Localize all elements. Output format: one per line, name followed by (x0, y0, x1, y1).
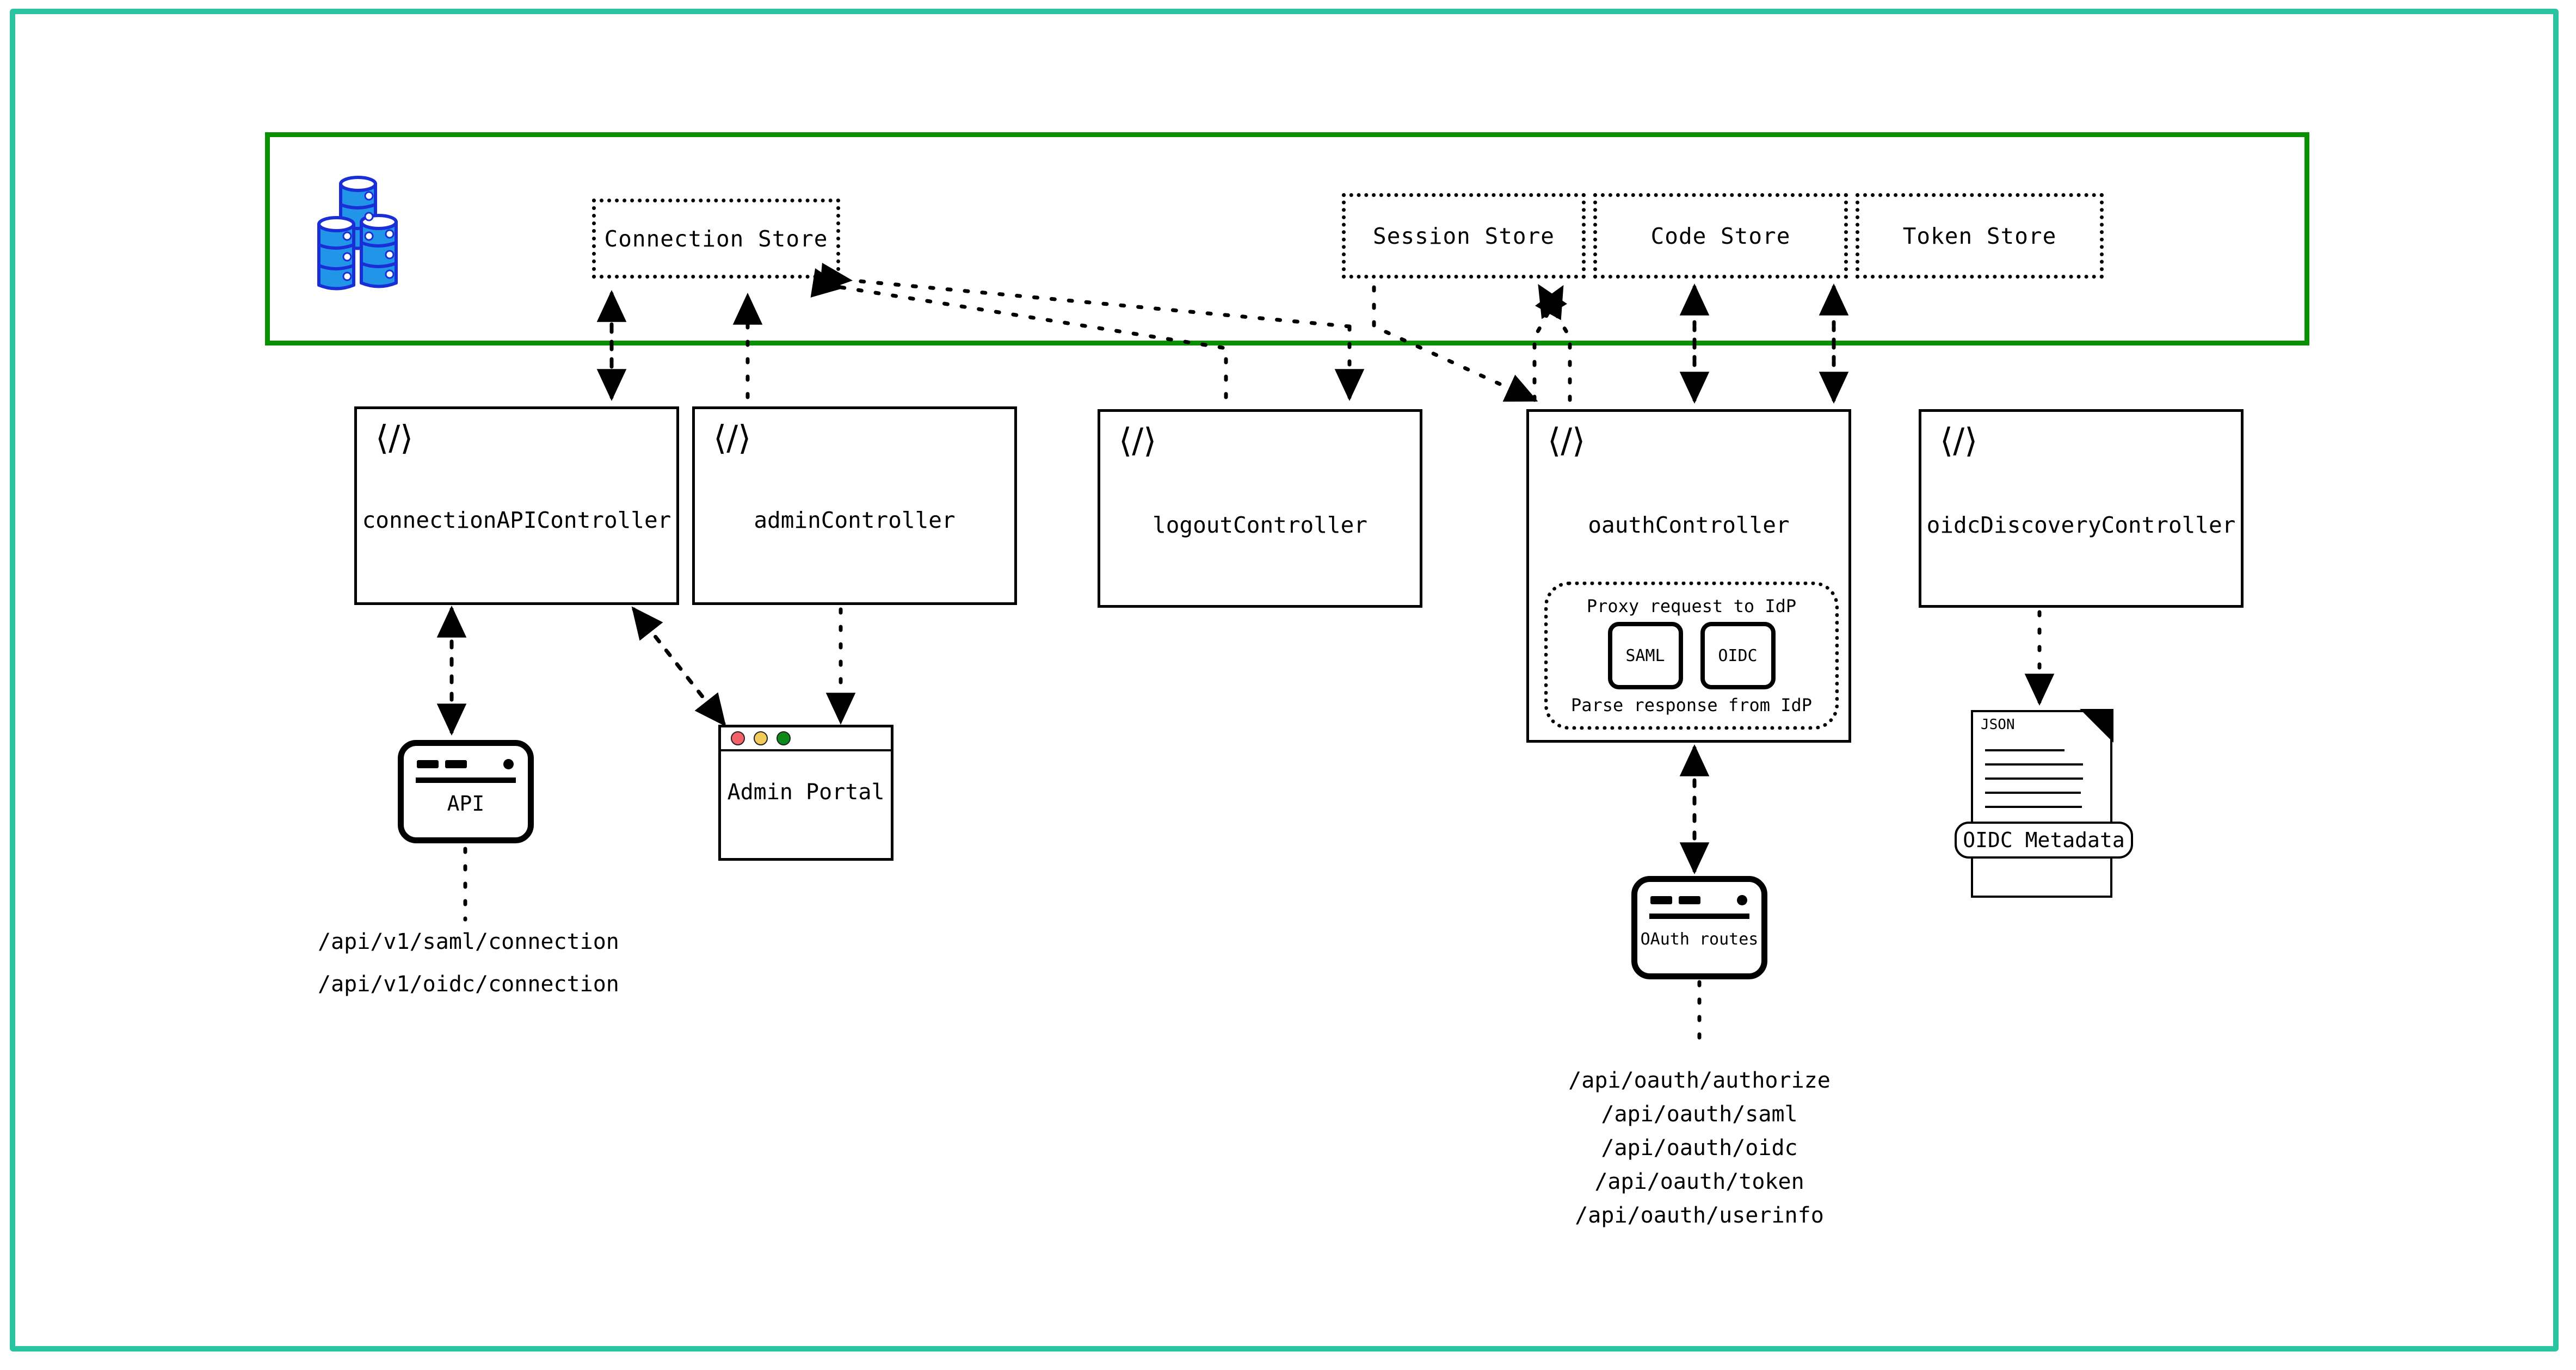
controller-card-oauth-controller[interactable]: ⟨/⟩ oauthController Proxy request to IdP… (1526, 409, 1851, 743)
store-label: Token Store (1902, 223, 2057, 249)
endpoint-item: /api/oauth/token (1594, 1169, 1804, 1194)
endpoint-item: /api/oauth/oidc (1601, 1136, 1798, 1161)
maximize-dot-icon[interactable] (777, 731, 791, 745)
oidc-metadata-document-icon[interactable]: JSON (1971, 709, 2113, 898)
oidc-metadata-label-pill: OIDC Metadata (1955, 822, 2133, 859)
doc-line (1985, 749, 2065, 751)
endpoint-item: /api/v1/saml/connection (318, 929, 619, 954)
endpoint-item: /api/v1/oidc/connection (318, 972, 619, 997)
controller-card-connection-api-controller[interactable]: ⟨/⟩ connectionAPIController (354, 406, 679, 605)
controller-label: adminController (754, 507, 956, 533)
json-file-type-label: JSON (1981, 717, 2015, 733)
oauth-routes-label: OAuth routes (1640, 930, 1759, 949)
window-dot-icon (1737, 895, 1747, 905)
window-bar-right (1679, 896, 1700, 904)
endpoint-item: /api/oauth/authorize (1568, 1068, 1831, 1093)
window-rule (416, 777, 516, 783)
endpoint-item: /api/oauth/userinfo (1575, 1203, 1824, 1228)
doc-line (1985, 792, 2081, 794)
store-label: Connection Store (604, 225, 828, 252)
controller-card-logout-controller[interactable]: ⟨/⟩ logoutController (1098, 409, 1422, 608)
controller-card-admin-controller[interactable]: ⟨/⟩ adminController (692, 406, 1017, 605)
idp-caption-top: Proxy request to IdP (1586, 596, 1797, 616)
controller-card-oidc-discovery-controller[interactable]: ⟨/⟩ oidcDiscoveryController (1919, 409, 2244, 608)
connection-api-endpoint-list: /api/v1/saml/connection /api/v1/oidc/con… (318, 925, 699, 1001)
protocol-box-oidc[interactable]: OIDC (1700, 622, 1776, 689)
window-bar-left (417, 760, 439, 768)
doc-line (1985, 777, 2083, 780)
admin-portal-label: Admin Portal (727, 780, 885, 805)
store-box-connection-store[interactable]: Connection Store (592, 199, 840, 279)
window-dot-icon (503, 759, 514, 769)
window-bar-left (1650, 896, 1672, 904)
document-page (1971, 710, 2112, 898)
endpoint-item: /api/oauth/saml (1601, 1102, 1798, 1127)
oauth-routes-window-icon[interactable]: OAuth routes (1631, 876, 1767, 979)
code-icon: ⟨/⟩ (713, 418, 751, 458)
protocol-box-saml[interactable]: SAML (1607, 622, 1683, 689)
idp-caption-bottom: Parse response from IdP (1570, 695, 1813, 715)
idp-proxy-group: Proxy request to IdP SAML OIDC Parse res… (1544, 582, 1839, 730)
code-icon: ⟨/⟩ (1940, 421, 1978, 460)
database-cylinders-icon (305, 163, 435, 294)
protocol-label: SAML (1625, 646, 1665, 665)
window-title-bar (721, 727, 891, 751)
doc-line (1985, 806, 2082, 808)
store-box-session-store[interactable]: Session Store (1342, 193, 1586, 279)
oidc-metadata-label: OIDC Metadata (1963, 828, 2125, 852)
controller-label: oidcDiscoveryController (1926, 512, 2236, 538)
store-label: Session Store (1373, 223, 1555, 249)
api-window-icon[interactable]: API (398, 740, 534, 843)
window-bar-right (445, 760, 467, 768)
controller-label: logoutController (1153, 512, 1367, 538)
window-rule (1649, 914, 1749, 919)
protocol-label: OIDC (1718, 646, 1758, 665)
store-box-code-store[interactable]: Code Store (1593, 193, 1848, 279)
store-label: Code Store (1650, 223, 1791, 249)
admin-portal-window[interactable]: Admin Portal (718, 725, 893, 861)
code-icon: ⟨/⟩ (375, 418, 414, 458)
code-icon: ⟨/⟩ (1548, 421, 1586, 460)
controller-label: connectionAPIController (362, 507, 671, 533)
close-dot-icon[interactable] (731, 731, 745, 745)
code-icon: ⟨/⟩ (1119, 421, 1157, 460)
oauth-endpoint-list: /api/oauth/authorize /api/oauth/saml /ap… (1536, 1064, 1863, 1232)
store-box-token-store[interactable]: Token Store (1856, 193, 2104, 279)
api-window-label: API (447, 792, 485, 816)
controller-label: oauthController (1588, 512, 1790, 538)
doc-line (1985, 763, 2083, 766)
protocol-row: SAML OIDC (1607, 622, 1776, 689)
minimize-dot-icon[interactable] (754, 731, 768, 745)
